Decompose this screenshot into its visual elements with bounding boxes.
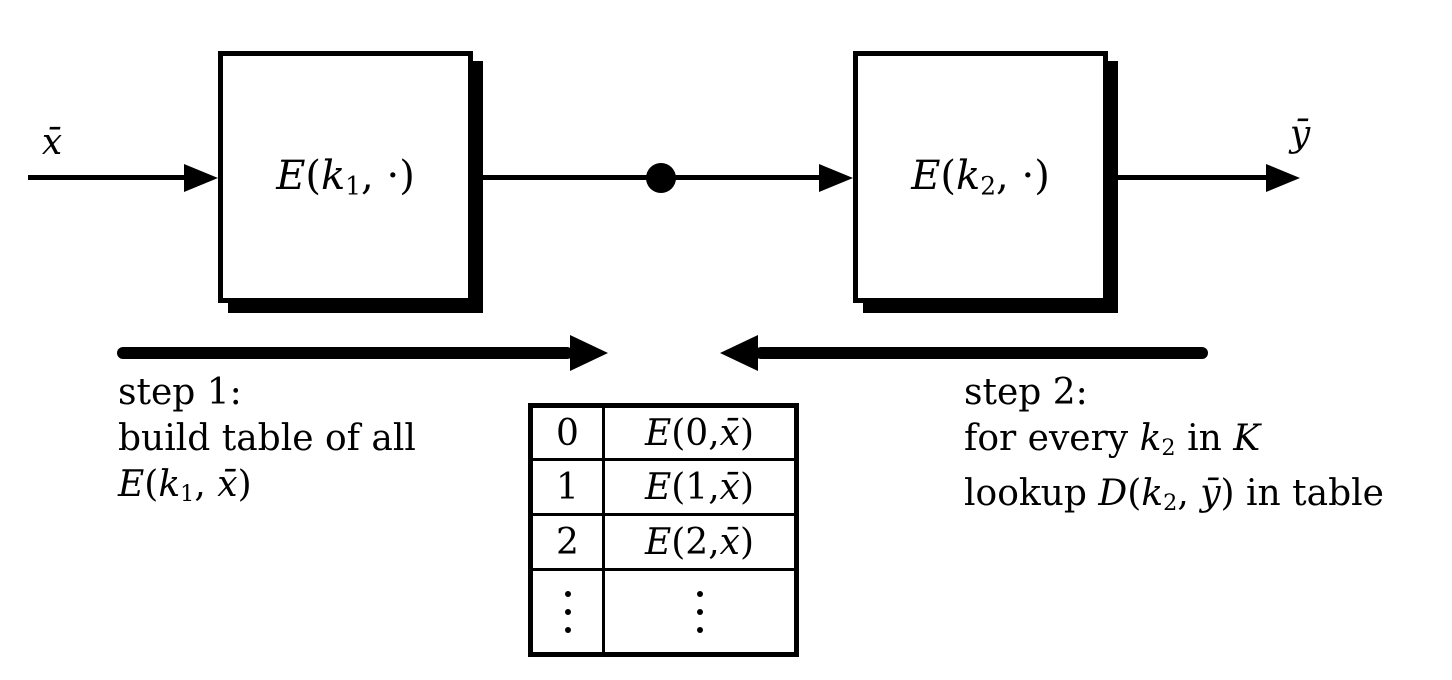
vertical-ellipsis (564, 590, 571, 633)
table-value-cell: E(2, x̄) (644, 521, 755, 563)
input-label: x̄ (41, 122, 63, 163)
table-value-cell: E(0, x̄) (644, 412, 755, 454)
encryption-box-1: E(k1, ·) (218, 51, 473, 303)
step1-text: step 1: build table of all E(k1, x̄) (118, 370, 416, 517)
step1-arrowhead-icon (570, 335, 608, 371)
step2-arrow-shaft (755, 347, 1208, 359)
encryption-box-1-label: E(k1, ·) (276, 153, 415, 201)
step2-line-3: lookup D(k2, ȳ) in table (964, 472, 1384, 516)
step2-line-1: step 2: (964, 372, 1088, 413)
table-key-cell: 0 (533, 408, 605, 458)
output-arrowhead-icon (1266, 164, 1300, 192)
step1-arrow-shaft (117, 347, 573, 359)
input-arrowhead-icon (184, 164, 218, 192)
output-arrow-line (1112, 175, 1268, 180)
step1-line-2: build table of all (118, 418, 416, 459)
step1-line-1: step 1: (118, 372, 242, 413)
junction-dot (646, 163, 676, 193)
table-key-cell: 2 (533, 516, 605, 568)
output-label: ȳ (1289, 114, 1311, 155)
table-row (533, 568, 794, 652)
step2-text: step 2: for every k2 in K lookup D(k2, y… (964, 370, 1384, 526)
table-key-cell (533, 571, 605, 652)
table-key-cell: 1 (533, 461, 605, 513)
lookup-table: 0 E(0, x̄) 1 E(1, x̄) 2 E(2, x̄) (528, 403, 799, 657)
table-row: 1 E(1, x̄) (533, 458, 794, 513)
step2-arrowhead-icon (720, 335, 758, 371)
encryption-box-2-label: E(k2, ·) (911, 153, 1050, 201)
step2-line-2: for every k2 in K (964, 418, 1261, 461)
table-value-cell: E(1, x̄) (644, 466, 755, 508)
vertical-ellipsis (696, 590, 703, 633)
input-arrow-line (28, 175, 186, 180)
table-row: 2 E(2, x̄) (533, 513, 794, 568)
middle-arrowhead-icon (819, 164, 853, 192)
encryption-box-2: E(k2, ·) (853, 51, 1108, 303)
table-value-cell (605, 571, 794, 652)
table-row: 0 E(0, x̄) (533, 408, 794, 458)
step1-line-3: E(k1, x̄) (118, 464, 252, 507)
